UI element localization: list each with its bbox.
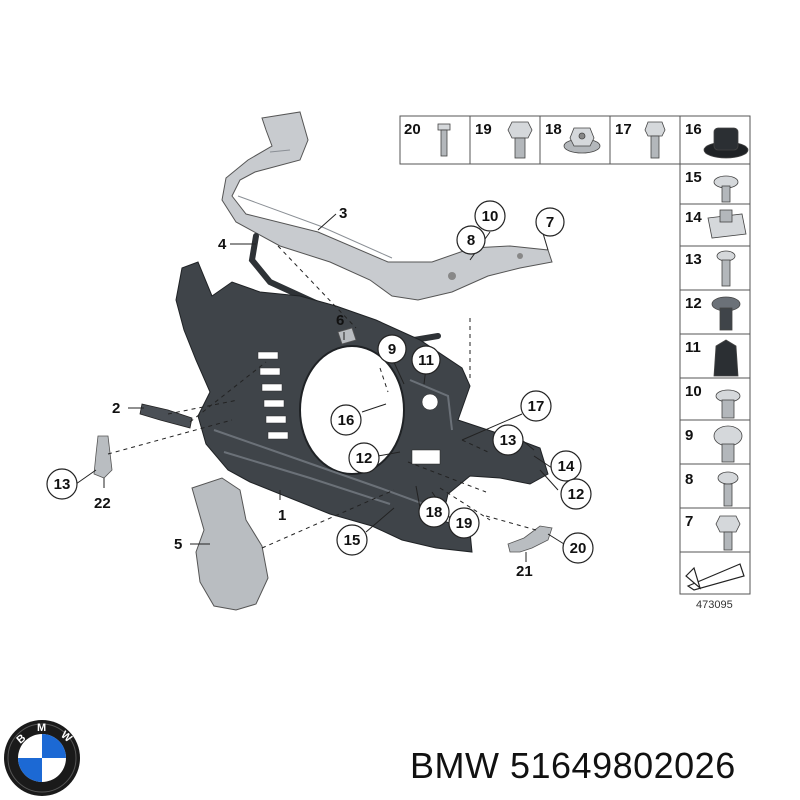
bolt-7-icon <box>715 515 741 551</box>
label-part-6 <box>337 327 357 345</box>
callout-20: 20 <box>570 540 587 557</box>
callout-12-left: 12 <box>356 450 373 467</box>
callout-5: 5 <box>174 536 182 553</box>
callout-7: 7 <box>546 214 554 231</box>
leader-lines <box>75 213 565 562</box>
callout-17: 17 <box>528 398 545 415</box>
callout-3: 3 <box>339 205 347 222</box>
callout-22: 22 <box>94 495 111 512</box>
direction-arrow-icon <box>685 563 745 591</box>
table-number-12: 12 <box>685 295 702 312</box>
fastener-drawings <box>437 121 749 591</box>
table-number-15: 15 <box>685 169 702 186</box>
table-number-20: 20 <box>404 121 421 138</box>
bolt-9-icon <box>713 425 743 463</box>
callout-13-left: 13 <box>54 476 71 493</box>
table-number-16: 16 <box>685 121 702 138</box>
callout-4: 4 <box>218 236 227 253</box>
bracket-part-2 <box>139 403 193 429</box>
bracket-part-21 <box>507 525 553 553</box>
callout-15: 15 <box>344 532 361 549</box>
svg-text:M: M <box>37 722 46 734</box>
table-number-10: 10 <box>685 383 702 400</box>
screw-15-icon <box>713 175 739 203</box>
table-number-11: 11 <box>685 339 701 356</box>
callout-18: 18 <box>426 504 443 521</box>
circled-callouts <box>46 200 594 564</box>
table-number-8: 8 <box>685 471 693 488</box>
parts-table-numbers: 20 19 18 17 16 15 14 13 12 11 10 9 8 7 <box>404 121 702 530</box>
table-number-17: 17 <box>615 121 632 138</box>
buffer-11-icon <box>713 339 739 377</box>
clip-nut-14-icon <box>707 209 747 239</box>
callout-11: 11 <box>418 352 434 369</box>
flange-nut-18-icon <box>563 127 601 154</box>
table-number-9: 9 <box>685 427 693 444</box>
bolt-8-icon <box>717 471 739 507</box>
table-number-18: 18 <box>545 121 562 138</box>
callout-21: 21 <box>516 563 533 580</box>
callout-9: 9 <box>388 341 396 358</box>
bracket-part-22 <box>93 435 113 479</box>
front-end-carrier <box>175 261 549 553</box>
hex-bolt-19-icon <box>507 121 533 159</box>
grommet-16-icon <box>703 127 749 159</box>
callout-19: 19 <box>456 515 473 532</box>
table-number-13: 13 <box>685 251 702 268</box>
diagram-number: 473095 <box>696 599 733 611</box>
callout-14: 14 <box>558 458 575 475</box>
callout-16: 16 <box>338 412 355 429</box>
table-number-19: 19 <box>475 121 492 138</box>
clip-10-icon <box>715 389 741 419</box>
callout-2: 2 <box>112 400 120 417</box>
callout-10: 10 <box>482 208 499 225</box>
expansion-rivet-12-icon <box>711 296 741 331</box>
callout-12-right: 12 <box>568 486 585 503</box>
bmw-logo: B M W <box>4 720 80 796</box>
air-duct-part-5 <box>191 477 269 611</box>
screw-13-icon <box>716 250 736 287</box>
callout-1: 1 <box>278 507 286 524</box>
caption-text: BMW 51649802026 <box>410 745 736 786</box>
circled-callout-text: 10 7 8 9 11 16 12 17 13 14 12 18 19 15 2… <box>54 208 587 557</box>
table-number-14: 14 <box>685 209 702 226</box>
screw-20-icon <box>437 123 451 157</box>
callout-8: 8 <box>467 232 475 249</box>
callout-13-right: 13 <box>500 432 517 449</box>
callout-6: 6 <box>336 312 344 329</box>
hex-bolt-17-icon <box>644 121 666 159</box>
callout-labels: 3 4 2 6 1 5 22 21 <box>94 205 533 580</box>
table-number-7: 7 <box>685 513 693 530</box>
